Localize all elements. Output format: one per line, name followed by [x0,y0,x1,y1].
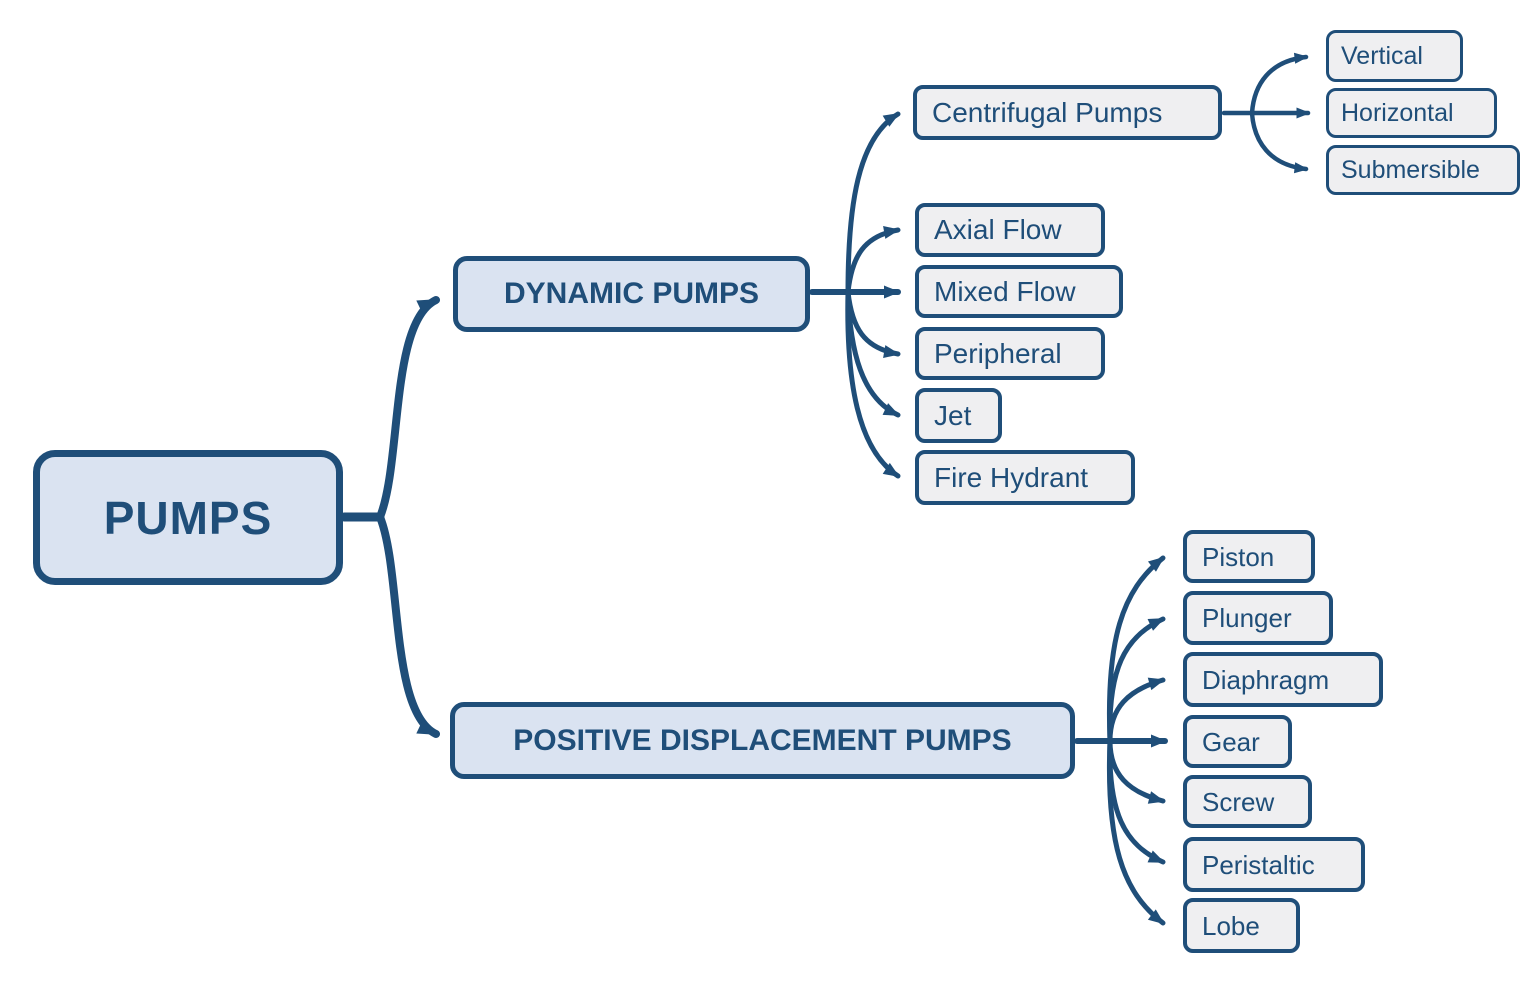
edge-dynamic-to-fire-hydrant [845,289,901,479]
edge-positive-to-plunger [1107,616,1166,744]
node-peristaltic: Peristaltic [1183,837,1365,892]
node-mixed-flow: Mixed Flow [915,265,1123,318]
edge-centrifugal-to-vertical [1249,52,1309,116]
node-centrifugal-pumps: Centrifugal Pumps [913,85,1222,140]
node-lobe: Lobe [1183,898,1300,953]
node-piston: Piston [1183,530,1315,583]
node-plunger: Plunger [1183,591,1333,645]
node-gear: Gear [1183,715,1292,768]
node-vertical: Vertical [1326,30,1463,82]
edge-dynamic-to-centrifugal [845,111,901,295]
edge-centrifugal-to-submersible [1249,110,1309,174]
edge-pumps-to-dynamic [376,296,440,521]
node-peripheral: Peripheral [915,327,1105,380]
node-jet: Jet [915,388,1002,443]
node-dynamic-pumps: DYNAMIC PUMPS [453,256,810,332]
node-axial-flow: Axial Flow [915,203,1105,257]
node-screw: Screw [1183,775,1312,828]
node-pumps: PUMPS [33,450,343,585]
node-submersible: Submersible [1326,145,1520,195]
node-horizontal: Horizontal [1326,88,1497,138]
edge-positive-to-screw [1107,738,1166,804]
node-diaphragm: Diaphragm [1183,652,1383,707]
edge-positive-to-diaphragm [1107,677,1166,744]
node-positive-displacement-pumps: POSITIVE DISPLACEMENT PUMPS [450,702,1075,779]
edge-positive-to-lobe [1106,738,1166,926]
edge-dynamic-to-axial-flow [845,226,901,295]
edge-pumps-to-positive [376,513,440,738]
node-fire-hydrant: Fire Hydrant [915,450,1135,505]
